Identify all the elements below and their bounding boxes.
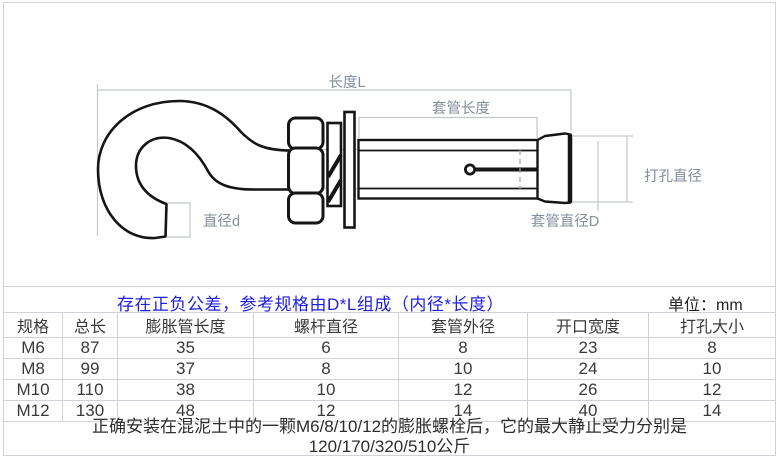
cell: 130: [62, 400, 118, 422]
dim-label-sleeve-diameter-D: 套管直径D: [531, 213, 599, 230]
cell: 12: [398, 379, 528, 401]
cell: 99: [62, 358, 118, 380]
hook-outline: [96, 99, 292, 240]
flat-washer: [343, 110, 356, 229]
cone-end: [536, 132, 573, 205]
dim-label-length-L: 长度L: [328, 74, 365, 91]
header-drill-size: 打孔大小: [648, 312, 776, 338]
cell: 48: [117, 400, 254, 422]
header-opening-width: 开口宽度: [527, 312, 649, 338]
cell: 14: [398, 400, 528, 422]
dim-label-diameter-d: 直径d: [203, 213, 240, 230]
header-sleeve-od: 套管外径: [398, 312, 528, 338]
expansion-sleeve: [357, 138, 540, 200]
cell: 12: [648, 379, 776, 401]
footer-note: 正确安装在混泥土中的一颗M6/8/10/12的膨胀螺栓后，它的最大静止受力分别是…: [4, 417, 775, 456]
cell: 110: [62, 379, 118, 401]
cell: 26: [527, 379, 649, 401]
dim-diameter-d: [167, 202, 191, 238]
header-screw-diameter: 螺杆直径: [253, 312, 399, 338]
cell: 8: [398, 337, 528, 359]
dim-drill-diameter: [573, 135, 633, 203]
cell: M10: [3, 379, 63, 401]
header-spec: 规格: [3, 312, 63, 338]
dim-label-sleeve-length: 套管长度: [432, 100, 490, 117]
footer-note-line2: 120/170/320/510公斤: [308, 437, 471, 456]
cell: 24: [527, 358, 649, 380]
footer-note-line1: 正确安装在混泥土中的一颗M6/8/10/12的膨胀螺栓后，它的最大静止受力分别是: [91, 417, 688, 436]
cell: 6: [253, 337, 399, 359]
hook-expansion-bolt-diagram: 长度L 套管长度: [96, 74, 702, 240]
cell: 10: [253, 379, 399, 401]
header-tube-length: 膨胀管长度: [117, 312, 254, 338]
cell: 87: [62, 337, 118, 359]
note-row: 存在正负公差，参考规格由D*L组成（内径*长度） 单位：mm: [4, 286, 775, 314]
cell: 14: [648, 400, 776, 422]
header-total-length: 总长: [62, 312, 118, 338]
cell: M8: [3, 358, 63, 380]
dim-label-drill-diameter: 打孔直径: [644, 168, 702, 185]
spec-header-row: 规格 总长 膨胀管长度 螺杆直径 套管外径 开口宽度 打孔大小: [3, 312, 776, 338]
table-row-m8: M8 99 37 8 10 24 10: [3, 358, 776, 380]
unit-label: 单位：mm: [668, 297, 743, 314]
cell: M6: [3, 337, 63, 359]
spring-washer: [326, 121, 343, 208]
hex-nut: [287, 116, 325, 225]
dim-sleeve-length: [358, 116, 538, 138]
cell: 12: [253, 400, 399, 422]
cell: M12: [3, 400, 63, 422]
cell: 35: [117, 337, 254, 359]
table-row-m10: M10 110 38 10 12 26 12: [3, 379, 776, 401]
cell: 38: [117, 379, 254, 401]
table-row-m12: M12 130 48 12 14 40 14: [3, 400, 776, 422]
table-row-m6: M6 87 35 6 8 23 8: [3, 337, 776, 359]
tolerance-note: 存在正负公差，参考规格由D*L组成（内径*长度）: [117, 295, 504, 314]
cell: 23: [527, 337, 649, 359]
cell: 8: [253, 358, 399, 380]
cell: 10: [398, 358, 528, 380]
cell: 40: [527, 400, 649, 422]
cell: 8: [648, 337, 776, 359]
spec-table: 规格 总长 膨胀管长度 螺杆直径 套管外径 开口宽度 打孔大小 M6 87 35…: [3, 312, 776, 422]
cell: 10: [648, 358, 776, 380]
cell: 37: [117, 358, 254, 380]
